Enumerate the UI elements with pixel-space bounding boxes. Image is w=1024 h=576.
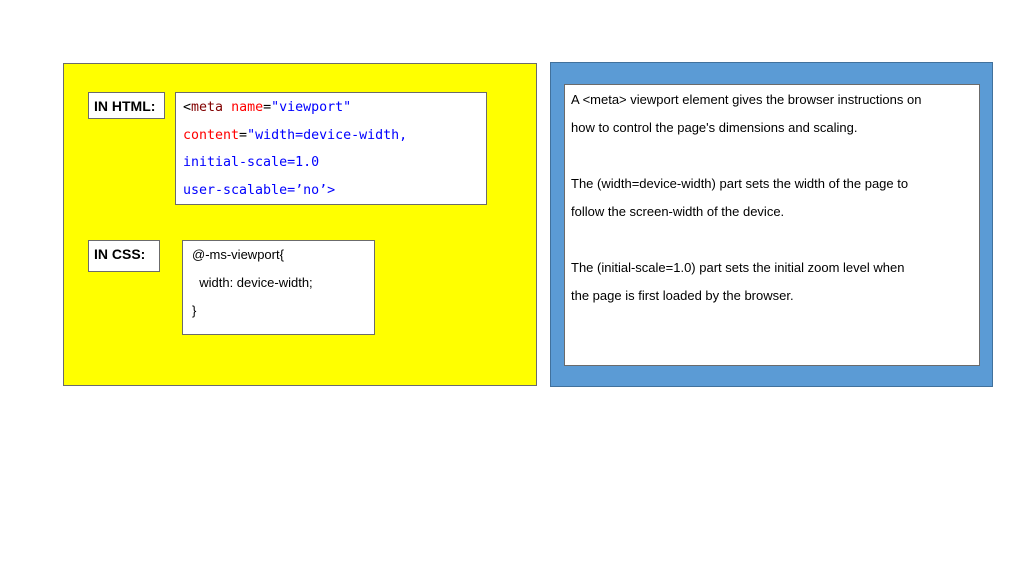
code-open-bracket: < [183,100,192,115]
code-content-value-1: "width=device-width, [247,127,408,143]
desc-p3-line1: The (initial-scale=1.0) part sets the in… [571,260,905,275]
html-code-line-1: <meta name="viewport" [183,94,479,122]
code-equals-2: = [239,127,248,143]
html-code-line-4: user-scalable=’no’> [183,177,479,205]
code-tag-name: meta [191,100,224,115]
desc-p3-line2: the page is first loaded by the browser. [571,288,794,303]
html-code-line-2: content="width=device-width, [183,122,479,150]
desc-spacer [571,142,973,170]
code-attr-content: content [183,127,240,143]
css-code-line-3: } [192,303,197,318]
css-code-box: @-ms-viewport{ width: device-width;} [182,240,375,335]
css-label-text: IN CSS: [94,246,146,262]
desc-p1-line1: A <meta> viewport element gives the brow… [571,92,922,107]
css-code-line-2: width: device-width; [192,275,313,290]
desc-p2-line1: The (width=device-width) part sets the w… [571,176,909,191]
css-code-line-1: @-ms-viewport{ [192,247,284,262]
html-code-line-3: initial-scale=1.0 [183,149,479,177]
desc-p2-line2: follow the screen-width of the device. [571,204,785,219]
code-attr-name: name [231,100,264,115]
html-label: IN HTML: [88,92,165,119]
desc-spacer [571,226,973,254]
code-name-value: "viewport" [271,100,352,115]
html-code-box: <meta name="viewport"content="width=devi… [175,92,487,205]
code-equals-1: = [263,100,272,115]
html-label-text: IN HTML: [94,97,156,114]
description-box: A <meta> viewport element gives the brow… [564,84,980,366]
code-content-value-3: user-scalable=’no’> [183,182,336,198]
code-content-value-2: initial-scale=1.0 [183,155,320,170]
desc-p1-line2: how to control the page's dimensions and… [571,120,858,135]
css-label: IN CSS: [88,240,160,272]
